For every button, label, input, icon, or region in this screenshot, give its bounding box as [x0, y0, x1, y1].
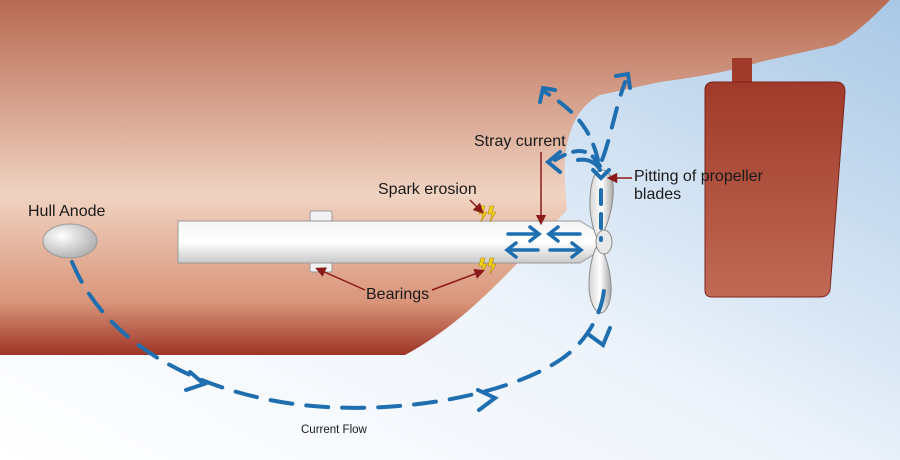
label-pitting-of-propeller-blades: Pitting of propeller blades: [634, 168, 763, 204]
leader-bearings-left: [315, 267, 366, 291]
rudder: [704, 81, 846, 298]
hull-anode: [42, 223, 98, 259]
current-flow-arrowhead-6: [544, 150, 562, 174]
current-flow-path-to-blade: [576, 157, 602, 172]
leader-spark-erosion: [469, 199, 484, 214]
current-flow-path-curl: [553, 149, 602, 168]
label-bearings: Bearings: [366, 286, 430, 303]
bearing-top: [309, 210, 333, 222]
propeller-hub: [595, 229, 613, 255]
current-flow-path-lower: [70, 260, 606, 410]
rudder-stock: [732, 58, 752, 82]
label-hull-anode: Hull Anode: [28, 203, 106, 220]
current-flow-arrows: [70, 71, 632, 412]
current-flow-path-upper-left: [543, 90, 600, 162]
current-flow-path-upper: [600, 80, 627, 162]
current-flow-arrowhead-4: [614, 71, 632, 90]
current-flow-arrowhead-7: [591, 168, 611, 181]
label-current-flow: Current Flow: [301, 424, 367, 436]
leader-lines: [315, 152, 632, 291]
current-flow-arrowhead-1: [184, 370, 208, 392]
label-spark-erosion: Spark erosion: [378, 181, 477, 198]
leader-bearings-right: [431, 268, 485, 291]
current-flow-arrowhead-3: [586, 326, 612, 349]
label-stray-current: Stray current: [474, 133, 566, 150]
current-flow-arrowhead-5: [538, 85, 557, 104]
current-flow-arrowhead-2: [476, 388, 499, 412]
hull: [0, 0, 890, 355]
stray-current-arrows: [504, 225, 584, 259]
propeller-blade-bottom: [588, 243, 612, 314]
propeller-shaft: [177, 220, 599, 264]
